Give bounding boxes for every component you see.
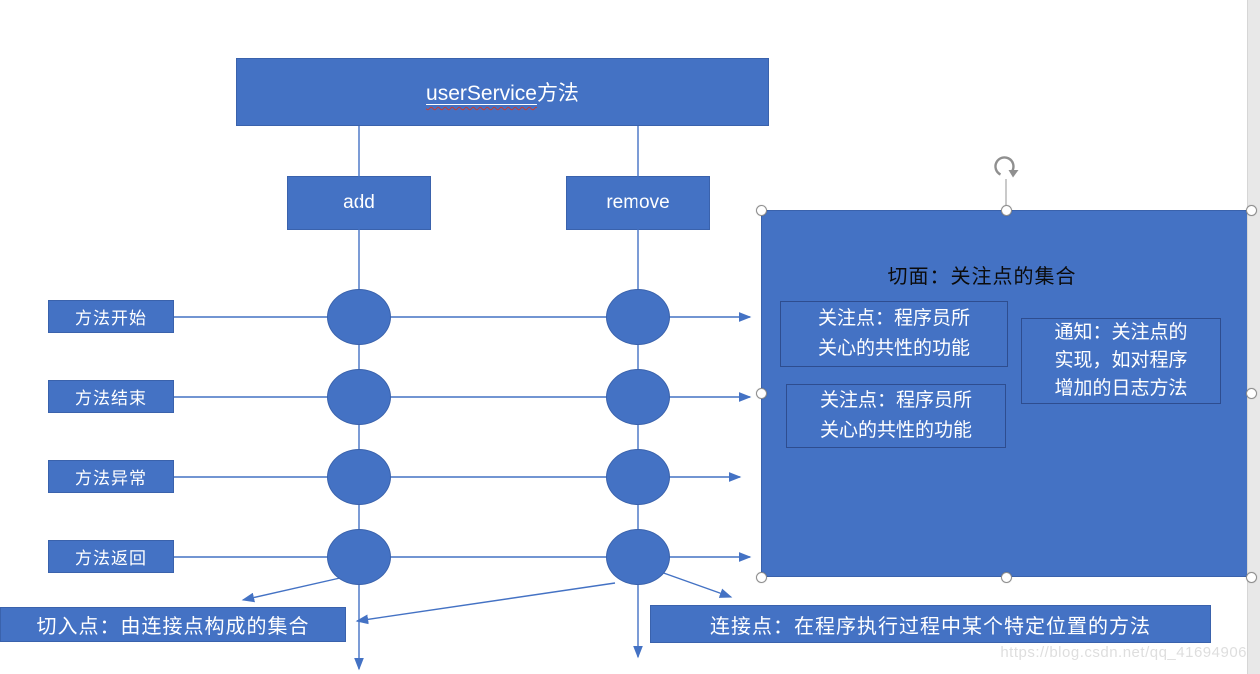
joinpoint-circle-remove-return[interactable] (606, 529, 670, 585)
selection-handle-top-right[interactable] (1246, 205, 1257, 216)
userservice-method-label: userService方法 (426, 77, 579, 107)
concern-box-2-text: 关注点：程序员所 关心的共性的功能 (819, 390, 972, 441)
selection-handle-bottom-mid[interactable] (1001, 572, 1012, 583)
selection-handle-bottom-right[interactable] (1246, 572, 1257, 583)
slide-edge-strip (1247, 0, 1260, 674)
aspect-panel-title: 切面：关注点的集合 (887, 266, 1077, 288)
joinpoint-circle-add-start[interactable] (327, 289, 391, 345)
stage-method-return-box[interactable]: 方法返回 (48, 540, 174, 573)
stage-method-end-box[interactable]: 方法结束 (48, 380, 174, 413)
joinpoint-circle-remove-start[interactable] (606, 289, 670, 345)
method-suffix-text: 方法 (536, 82, 579, 105)
selection-handle-top-mid[interactable] (1001, 205, 1012, 216)
selection-handle-mid-left[interactable] (756, 388, 767, 399)
concern-box-1[interactable]: 关注点：程序员所 关心的共性的功能 (780, 301, 1008, 367)
joinpoint-circle-add-end[interactable] (327, 369, 391, 425)
rotate-icon (994, 156, 1019, 207)
joinpoint-circle-remove-end[interactable] (606, 369, 670, 425)
stage-method-start-box[interactable]: 方法开始 (48, 300, 174, 333)
stage-method-end-label: 方法结束 (75, 389, 147, 408)
joinpoint-circle-add-exception[interactable] (327, 449, 391, 505)
selection-handle-bottom-left[interactable] (756, 572, 767, 583)
notice-box[interactable]: 通知：关注点的 实现，如对程序 增加的日志方法 (1021, 318, 1221, 404)
concern-box-1-text: 关注点：程序员所 关心的共性的功能 (817, 308, 970, 359)
joinpoint-definition-label: 连接点：在程序执行过程中某个特定位置的方法 (710, 615, 1151, 638)
stage-method-return-label: 方法返回 (75, 549, 147, 568)
selection-handle-mid-right[interactable] (1246, 388, 1257, 399)
userservice-text: userService (426, 82, 537, 105)
aspect-panel[interactable]: 切面：关注点的集合 关注点：程序员所 关心的共性的功能 关注点：程序员所 关心的… (761, 210, 1251, 577)
joinpoint-circle-remove-exception[interactable] (606, 449, 670, 505)
notice-box-text: 通知：关注点的 实现，如对程序 增加的日志方法 (1054, 322, 1188, 399)
stage-method-start-label: 方法开始 (75, 309, 147, 328)
rotate-handle[interactable] (989, 151, 1023, 214)
selection-handle-top-left[interactable] (756, 205, 767, 216)
joinpoint-definition-box[interactable]: 连接点：在程序执行过程中某个特定位置的方法 (650, 605, 1211, 643)
userservice-method-box[interactable]: userService方法 (236, 58, 769, 126)
joinpoint-circle-add-return[interactable] (327, 529, 391, 585)
watermark-text: https://blog.csdn.net/qq_41694906 (1000, 644, 1247, 661)
stage-method-exception-label: 方法异常 (75, 469, 147, 488)
stage-method-exception-box[interactable]: 方法异常 (48, 460, 174, 493)
pointcut-definition-box[interactable]: 切入点：由连接点构成的集合 (0, 607, 346, 642)
concern-box-2[interactable]: 关注点：程序员所 关心的共性的功能 (786, 384, 1006, 448)
pointcut-definition-label: 切入点：由连接点构成的集合 (36, 616, 310, 638)
